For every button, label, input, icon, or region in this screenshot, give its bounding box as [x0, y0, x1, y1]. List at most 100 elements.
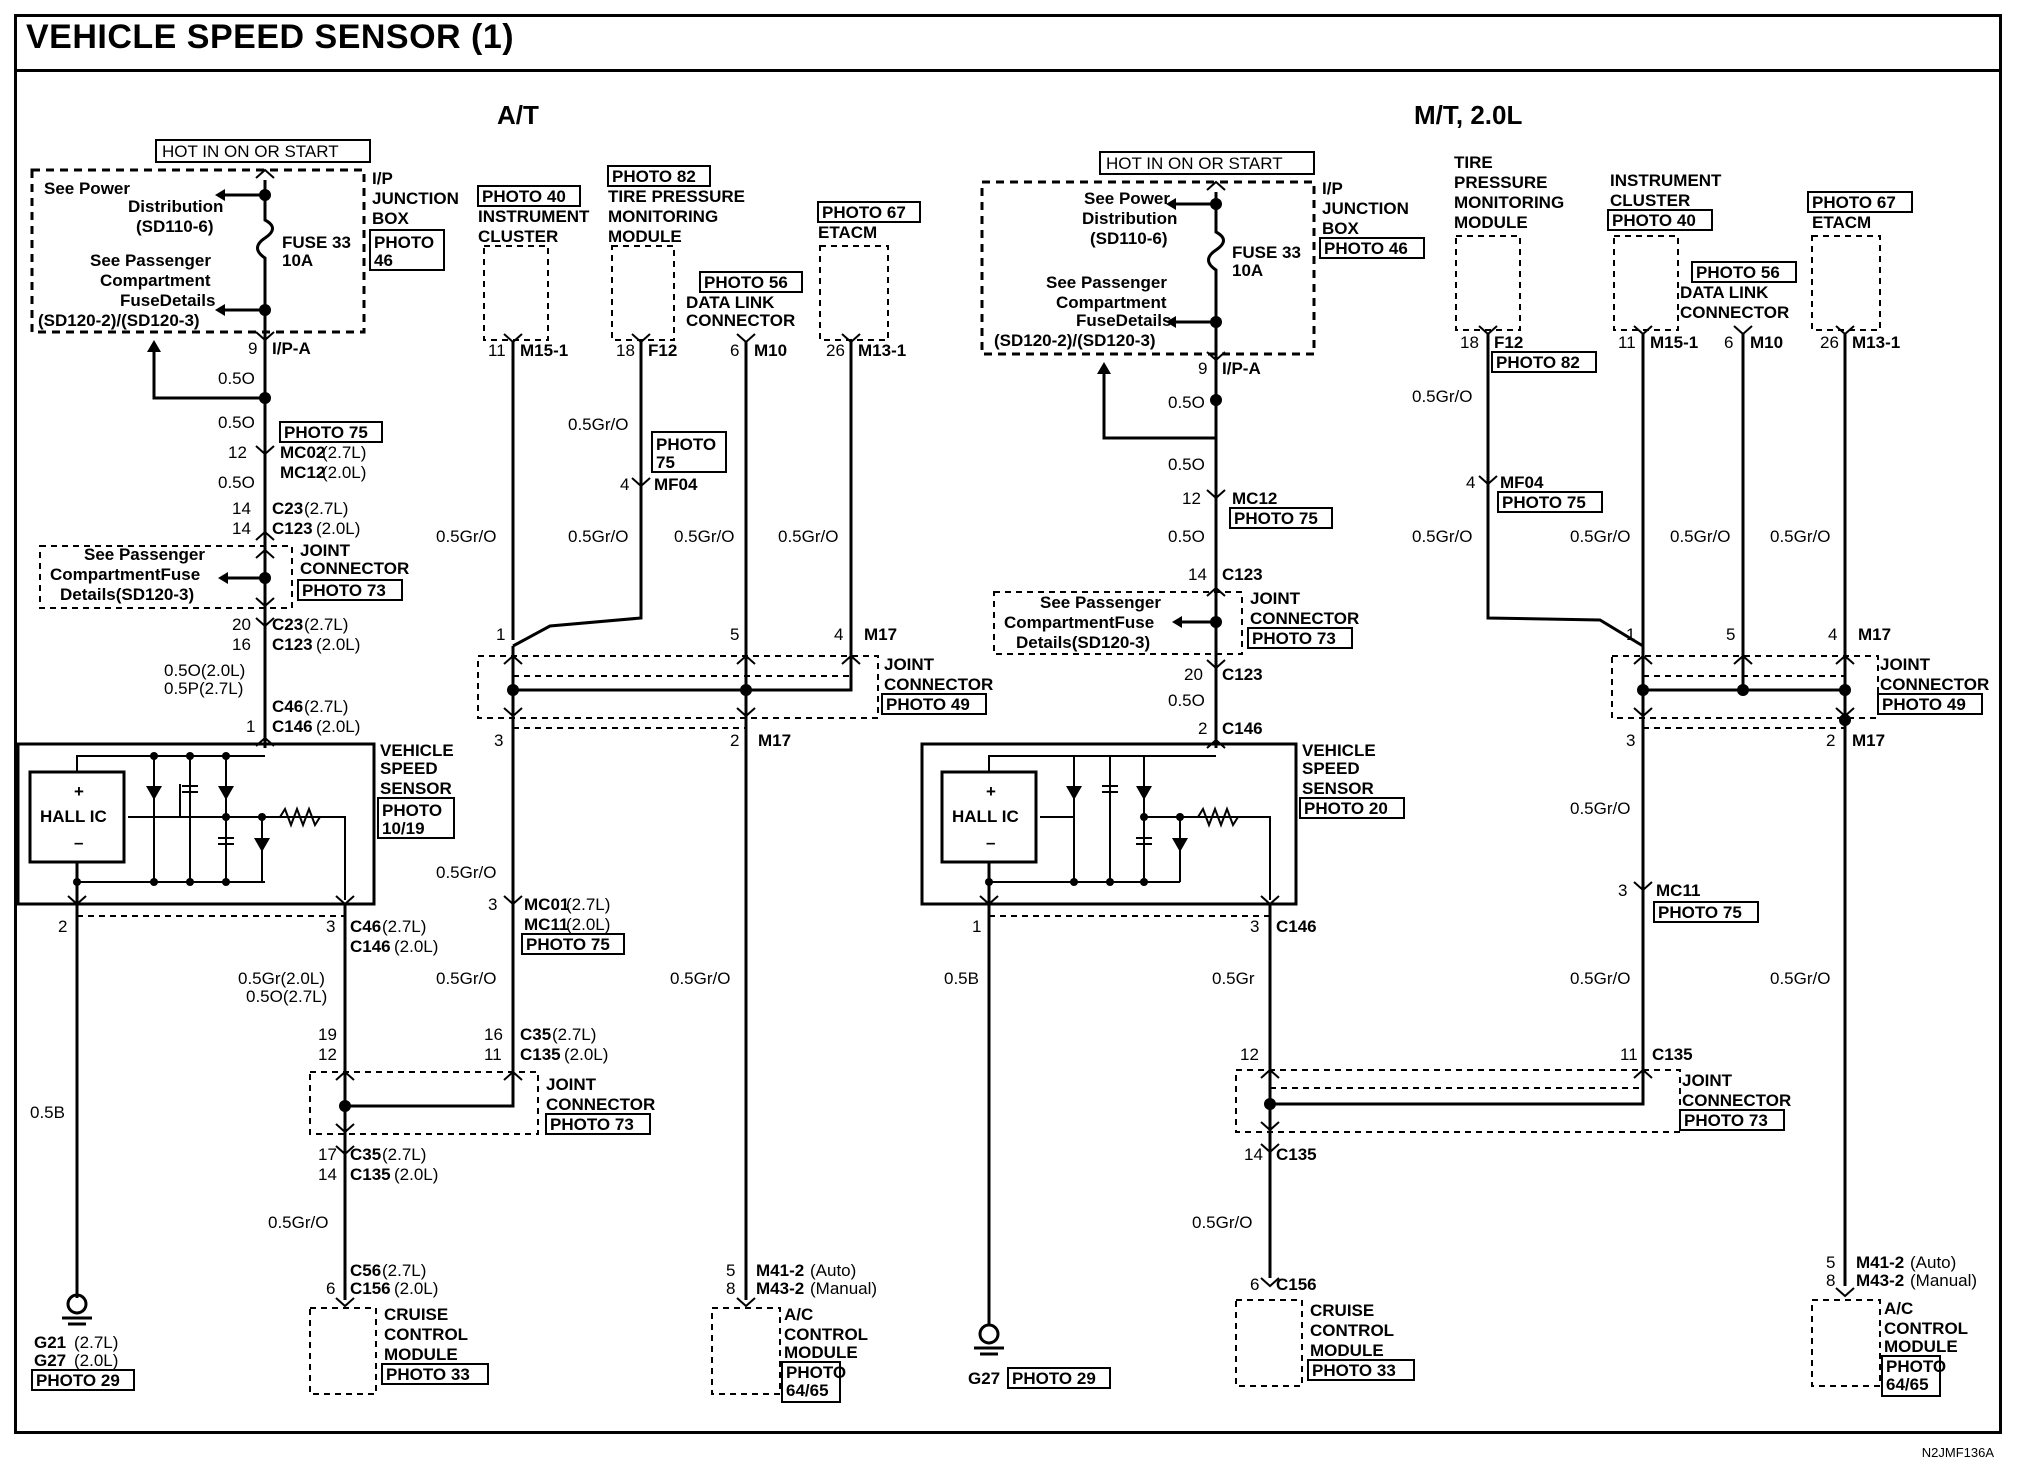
- mt-etacm: ETACM: [1812, 213, 1871, 232]
- at-ac-1: A/C: [784, 1305, 813, 1324]
- at-w05b: 0.5B: [30, 1103, 65, 1122]
- at-photo29: PHOTO 29: [36, 1371, 120, 1390]
- at-node-h: [222, 813, 230, 821]
- mt-p3: 3: [1618, 881, 1627, 900]
- at-p26: 26: [826, 341, 845, 360]
- mt-pin14b: 14: [1244, 1145, 1263, 1164]
- mt-ipjb-3: BOX: [1322, 219, 1360, 238]
- mt-mc11: MC11: [1656, 881, 1700, 900]
- mt-see-pass2-2: CompartmentFuse: [1004, 613, 1154, 632]
- mt-node-c: [1140, 878, 1148, 886]
- mt-splice-2: [1210, 316, 1222, 328]
- mt-cruise-2: CONTROL: [1310, 1321, 1394, 1340]
- at-conn-top: [255, 168, 275, 179]
- at-diode-3: [254, 838, 270, 852]
- mt-photo6465-box: [1881, 1355, 1941, 1397]
- at-g21s: (2.7L): [74, 1333, 118, 1352]
- at-w05gro: 0.5Gr/O: [268, 1213, 328, 1232]
- at-c35b: C35: [520, 1025, 551, 1044]
- at-ipa: I/P-A: [272, 339, 311, 358]
- at-resistor: [279, 806, 345, 828]
- at-photo75c: PHOTO 75: [526, 935, 610, 954]
- at-p6: 6: [730, 341, 739, 360]
- mt-conn-c123: [1206, 586, 1226, 597]
- at-conn-mc02: [255, 445, 275, 456]
- mt-p26: 26: [1820, 333, 1839, 352]
- mt-see-pass-4: (SD120-2)/(SD120-3): [994, 331, 1156, 350]
- at-photo73-box: [297, 579, 403, 601]
- mt-m151: M15-1: [1650, 333, 1698, 352]
- at-arrow-pass: [215, 304, 225, 316]
- mt-see-pass-2: Compartment: [1056, 293, 1167, 312]
- at-pin12b: 12: [318, 1045, 337, 1064]
- at-mc11s: (2.0L): [566, 915, 610, 934]
- at-mc11: MC11: [524, 915, 568, 934]
- at-branch-arrow: [147, 340, 161, 352]
- mt-photo33-box: [1307, 1359, 1415, 1381]
- mt-cruise-3: MODULE: [1310, 1341, 1384, 1360]
- at-see-pass2-3: Details(SD120-3): [60, 585, 194, 604]
- mt-branch-arrow: [1097, 362, 1111, 374]
- mt-w05gr: 0.5Gr: [1212, 969, 1255, 988]
- mt-photo56-box: [1691, 261, 1797, 283]
- mt-tpms-box: [1455, 235, 1521, 331]
- mt-tpms-wire: [1486, 334, 1644, 648]
- at-p8: 8: [726, 1279, 735, 1298]
- mt-node-f: [1176, 813, 1184, 821]
- at-photo33: PHOTO 33: [386, 1365, 470, 1384]
- at-m151: M15-1: [520, 341, 568, 360]
- at-joint73-box: [39, 545, 293, 609]
- mt-node-b: [1106, 878, 1114, 886]
- at-tpms-3: MODULE: [608, 227, 682, 246]
- mt-arrow-pass2: [1172, 616, 1182, 628]
- at-joint73-bridge: [345, 1020, 515, 1108]
- mt-joint73-conns: [1260, 1068, 1653, 1132]
- at-hallic: HALL IC: [40, 807, 107, 826]
- mt-w05o-1: 0.5O: [1168, 393, 1205, 412]
- mt-ac-2: CONTROL: [1884, 1319, 1968, 1338]
- mt-splice-4: [1210, 616, 1222, 628]
- mt-w05gro-e: 0.5Gr/O: [1770, 527, 1830, 546]
- mt-node-a: [1070, 878, 1078, 886]
- at-c135s: (2.0L): [394, 1165, 438, 1184]
- at-hot-box: [155, 139, 371, 163]
- at-pin12: 12: [228, 443, 247, 462]
- at-photo82: PHOTO 82: [612, 167, 696, 186]
- mt-splice-1: [1210, 198, 1222, 210]
- at-m131: M13-1: [858, 341, 906, 360]
- mt-vss-bot-wire: [988, 862, 1180, 883]
- at-w05o27: 0.5O(2.7L): [246, 987, 327, 1006]
- mt-photo73b: PHOTO 73: [1684, 1111, 1768, 1130]
- at-photo1019-box: [377, 797, 455, 839]
- mt-w05gro-d: 0.5Gr/O: [1670, 527, 1730, 546]
- at-photo46-2: 46: [374, 251, 393, 270]
- mt-photo49: PHOTO 49: [1882, 695, 1966, 714]
- mt-see-pass-3: FuseDetails: [1076, 311, 1171, 330]
- mt-m17b: M17: [1852, 731, 1885, 750]
- at-mc12s: (2.0L): [322, 463, 366, 482]
- mt-conn-c135b: [1260, 1143, 1280, 1154]
- at-ac-2: CONTROL: [784, 1325, 868, 1344]
- at-m432: M43-2: [756, 1279, 804, 1298]
- at-photo56-box: [699, 271, 803, 293]
- mt-pin1: 1: [972, 917, 981, 936]
- at-see-power-1: See Power: [44, 179, 130, 198]
- mt-p6: 6: [1724, 333, 1733, 352]
- at-photo40: PHOTO 40: [482, 187, 566, 206]
- at-cruise-3: MODULE: [384, 1345, 458, 1364]
- at-photo49-box: [881, 693, 987, 715]
- at-node-b: [186, 752, 194, 760]
- at-p16: 16: [484, 1025, 503, 1044]
- mt-hallic: HALL IC: [952, 807, 1019, 826]
- mt-p4: 4: [1466, 473, 1475, 492]
- at-photo6465-1: PHOTO: [786, 1363, 846, 1382]
- mt-photo67-box: [1807, 191, 1913, 213]
- mt-fuse-1: FUSE 33: [1232, 243, 1301, 262]
- mt-f12: F12: [1494, 333, 1523, 352]
- mt-mf04: MF04: [1500, 473, 1544, 492]
- mt-photo46: PHOTO 46: [1324, 239, 1408, 258]
- mt-photo75c-box: [1653, 901, 1759, 923]
- at-m17: M17: [864, 625, 897, 644]
- at-minus: –: [74, 833, 83, 852]
- mt-photo73-box: [1247, 627, 1353, 649]
